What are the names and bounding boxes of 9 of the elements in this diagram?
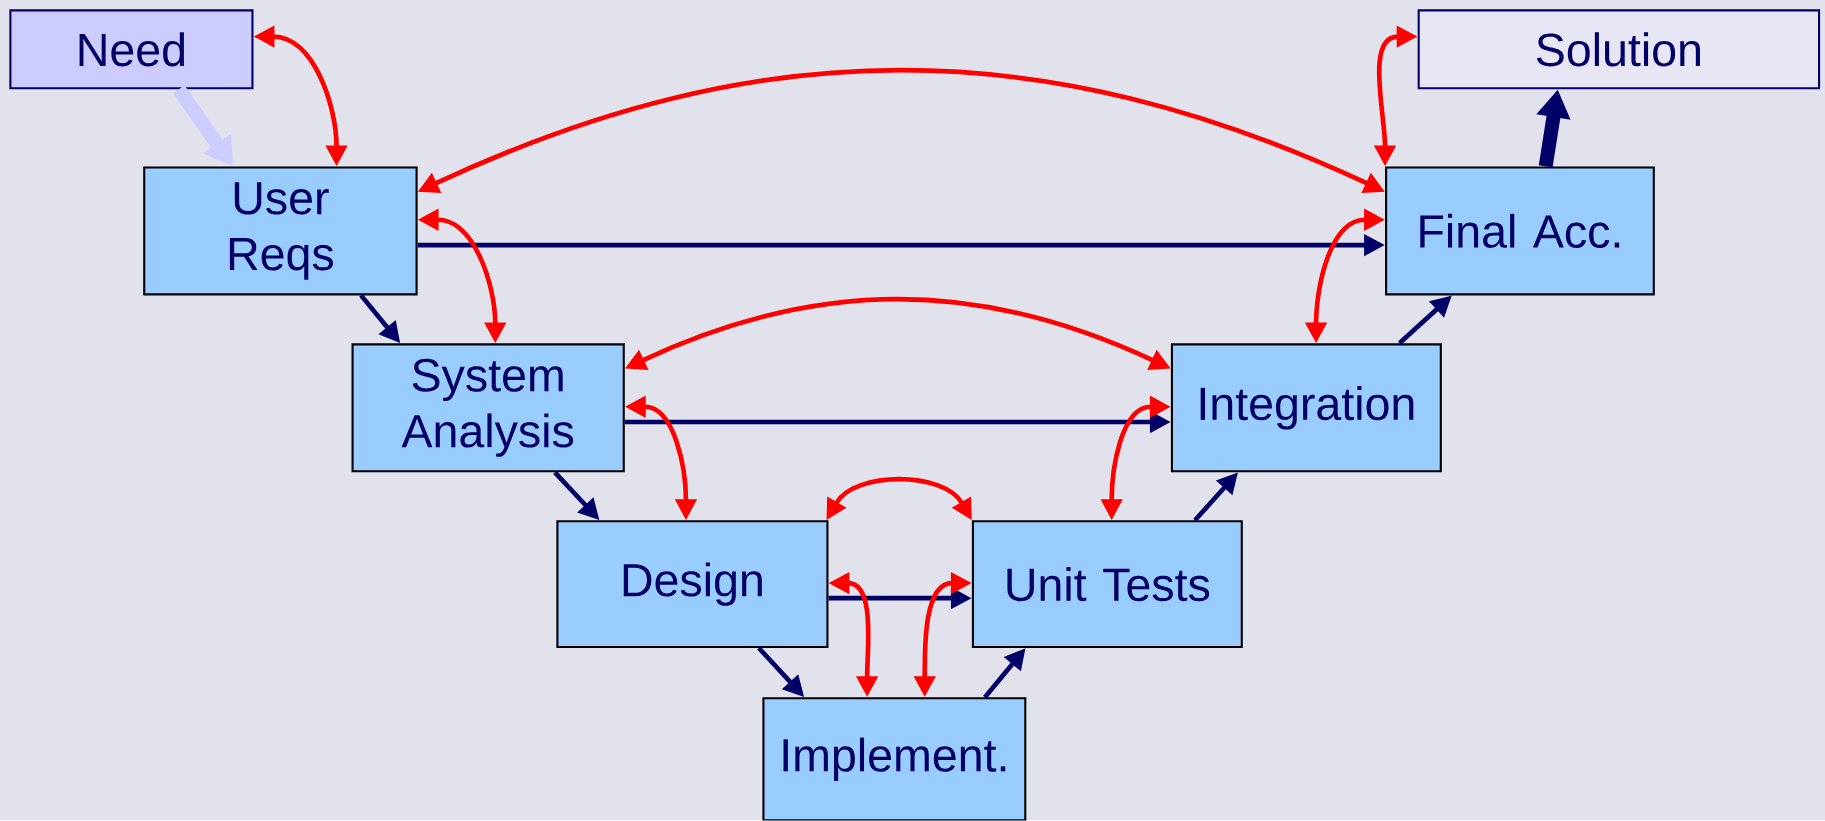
process-box: Integration bbox=[1170, 343, 1442, 473]
process-box: Need bbox=[9, 9, 254, 90]
process-box: Solution bbox=[1417, 9, 1821, 90]
process-box: Final Acc. bbox=[1385, 166, 1655, 296]
process-box: Implement. bbox=[762, 697, 1027, 821]
process-box: Unit Tests bbox=[971, 520, 1243, 649]
process-box: Design bbox=[556, 520, 829, 649]
process-box: User Reqs bbox=[143, 166, 418, 296]
process-box: System Analysis bbox=[351, 343, 625, 473]
